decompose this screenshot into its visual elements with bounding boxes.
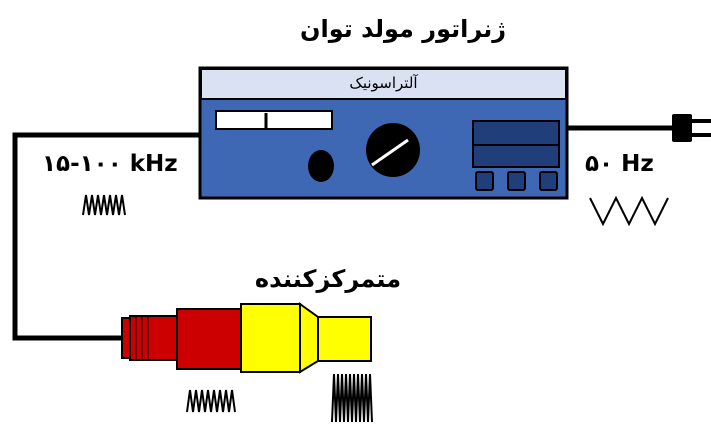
panel-label: آلتراسونیک: [349, 74, 418, 92]
power-generator: [198, 66, 569, 200]
booster: [240, 303, 301, 373]
transducer-wave-icon: [186, 389, 236, 413]
generator-top-panel: [200, 68, 567, 100]
output-frequency-label: ۱۵-۱۰۰ kHz: [42, 151, 178, 177]
small-knob-icon: [308, 150, 334, 182]
display-top: [472, 120, 560, 146]
booster-taper: [299, 302, 319, 374]
display-bottom: [472, 144, 560, 168]
panel-button: [507, 171, 526, 191]
power-plug-icon: [672, 114, 711, 142]
rotary-knob-icon: [366, 123, 420, 177]
output-cable: [12, 132, 200, 341]
panel-button: [475, 171, 494, 191]
generator-title: ژنراتور مولد توان: [300, 15, 507, 43]
sine-wave-icon: [589, 195, 669, 227]
transducer-title: متمرکزکننده: [254, 265, 402, 293]
panel-button: [539, 171, 558, 191]
analog-meter: [215, 110, 333, 130]
input-frequency-label: ۵۰ Hz: [585, 151, 654, 177]
high-frequency-wave-icon: [82, 194, 126, 216]
horn-tip: [317, 316, 372, 362]
transducer-cap: [121, 317, 131, 359]
transducer: [121, 302, 372, 374]
transducer-body: [176, 308, 242, 370]
transducer-back: [129, 315, 178, 361]
horn-wave-icon: [331, 373, 373, 423]
